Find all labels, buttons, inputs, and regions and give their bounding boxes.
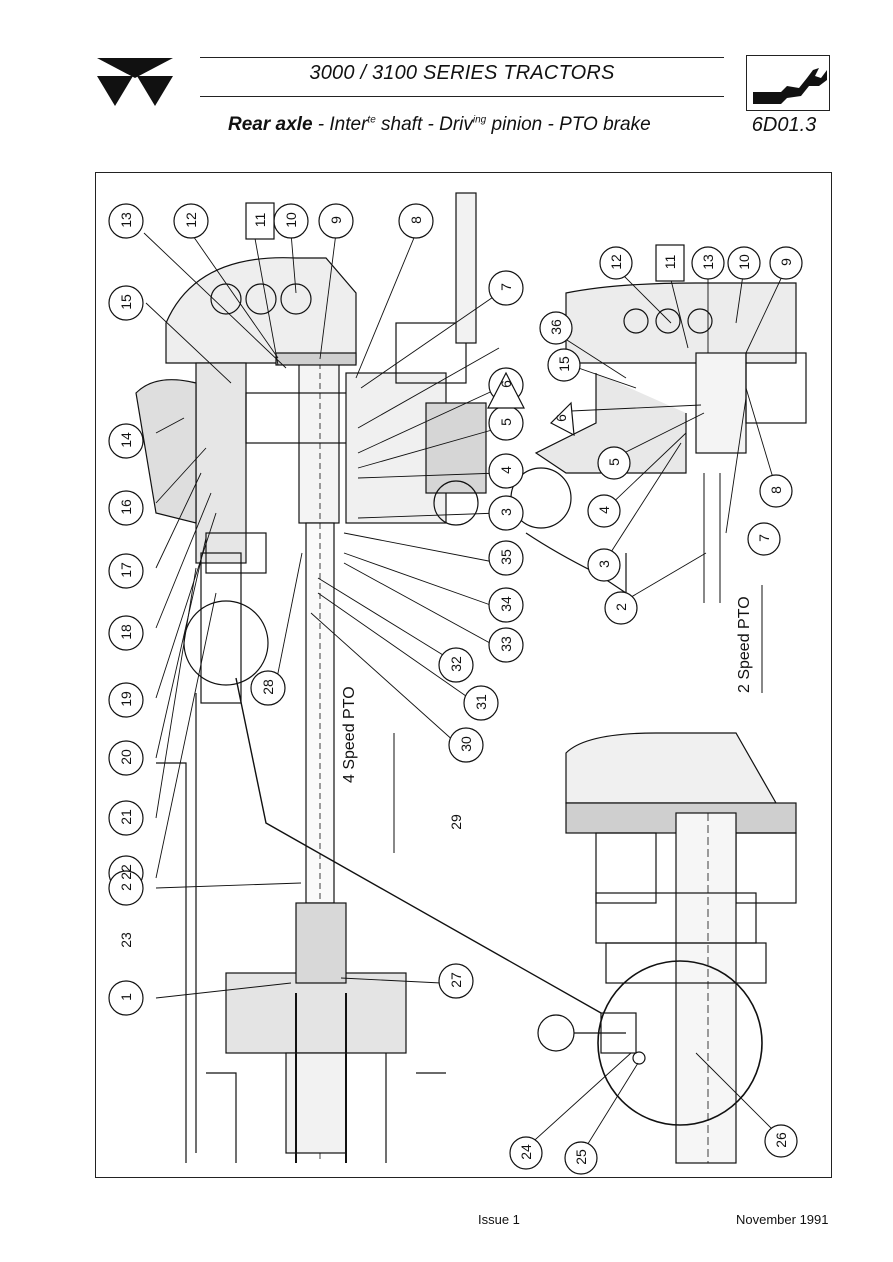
callout-main-6: 6 xyxy=(498,380,514,388)
callout-main-31: 31 xyxy=(473,694,489,710)
callout-main-32: 32 xyxy=(448,656,464,672)
brand-logo xyxy=(97,58,173,106)
callout-inset-15: 15 xyxy=(556,356,572,372)
diagram-drawing xyxy=(108,192,807,1175)
callout-main-9: 9 xyxy=(328,216,344,224)
callout-inset-8: 8 xyxy=(768,486,784,494)
callout-main-10: 10 xyxy=(283,212,299,228)
callout-main-20: 20 xyxy=(118,749,134,765)
callout-main-14: 14 xyxy=(118,432,134,448)
callout-main-33: 33 xyxy=(498,636,514,652)
callout-main-23: 23 xyxy=(118,932,134,948)
callout-main-1: 1 xyxy=(118,993,134,1001)
callout-inset-12: 12 xyxy=(608,254,624,270)
callout-inset-6: 6 xyxy=(553,414,569,422)
wrench-icon xyxy=(746,55,830,111)
page-subtitle: Rear axle - Interte shaft - Driving pini… xyxy=(228,114,651,135)
callout-inset-5: 5 xyxy=(606,458,622,466)
callout-inset-11: 11 xyxy=(662,254,678,270)
callout-main-21: 21 xyxy=(118,809,134,825)
callout-detail-24: 24 xyxy=(518,1144,534,1160)
callout-main-13: 13 xyxy=(118,212,134,228)
footer-date: November 1991 xyxy=(736,1212,829,1227)
callout-main-8: 8 xyxy=(408,216,424,224)
callout-inset-13: 13 xyxy=(700,254,716,270)
callout-main-7: 7 xyxy=(498,283,514,291)
callout-main-5: 5 xyxy=(498,418,514,426)
callout-main-34: 34 xyxy=(498,596,514,612)
callout-detail-25: 25 xyxy=(573,1149,589,1165)
callout-main-15: 15 xyxy=(118,294,134,310)
callout-main-4: 4 xyxy=(498,466,514,474)
label-4-speed-pto: 4 Speed PTO xyxy=(341,686,358,783)
series-title: 3000 / 3100 SERIES TRACTORS xyxy=(309,62,615,84)
callout-main-29: 29 xyxy=(448,814,464,830)
callout-main-35: 35 xyxy=(498,549,514,565)
callout-main-11: 11 xyxy=(252,212,268,228)
callout-inset-10: 10 xyxy=(736,254,752,270)
header-rule-top xyxy=(200,57,724,58)
footer-issue: Issue 1 xyxy=(478,1212,520,1227)
page-code: 6D01.3 xyxy=(751,114,817,136)
callout-main-3: 3 xyxy=(498,508,514,516)
callout-inset-4: 4 xyxy=(596,506,612,514)
callout-main-16: 16 xyxy=(118,499,134,515)
callout-main-27: 27 xyxy=(448,972,464,988)
callout-inset-9: 9 xyxy=(778,258,794,266)
callout-inset-2: 2 xyxy=(613,603,629,611)
callout-inset-36: 36 xyxy=(548,319,564,335)
callout-inset-7: 7 xyxy=(756,534,772,542)
label-2-speed-pto: 2 Speed PTO xyxy=(736,596,753,693)
callout-inset-3: 3 xyxy=(596,560,612,568)
callout-main-28: 28 xyxy=(260,679,276,695)
callout-main-2: 2 xyxy=(118,883,134,891)
header-rule-bottom xyxy=(200,96,724,97)
callout-main-30: 30 xyxy=(458,736,474,752)
callout-main-12: 12 xyxy=(183,212,199,228)
callout-main-17: 17 xyxy=(118,562,134,578)
callout-main-19: 19 xyxy=(118,691,134,707)
callout-main-18: 18 xyxy=(118,624,134,640)
callout-detail-26: 26 xyxy=(773,1132,789,1148)
